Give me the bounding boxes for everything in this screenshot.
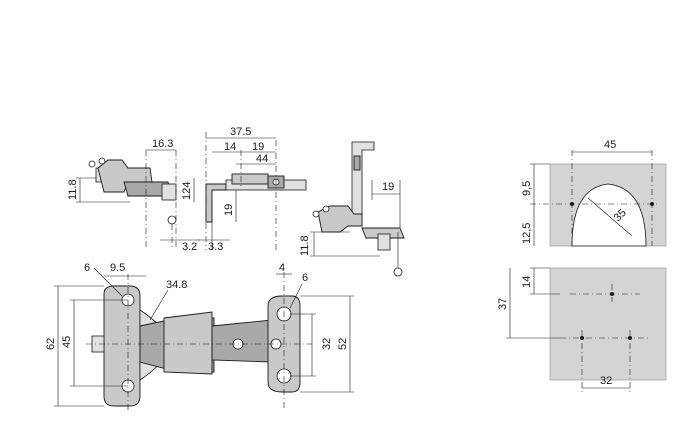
side-view-center: 37.5 14 19 44 19 3.3 xyxy=(198,126,307,253)
leader-34-8 xyxy=(149,289,169,321)
cup-bore xyxy=(571,183,647,247)
drilling-pattern-cup: 45 9,5 12,5 35 xyxy=(521,139,667,247)
dim-32-top: 32 xyxy=(321,338,333,350)
arm-block-right xyxy=(377,233,391,251)
top-view-hinge: 62 45 6 9.5 34.8 4 6 32 52 xyxy=(45,262,354,410)
dim-line-35 xyxy=(587,197,633,237)
side-panel-right xyxy=(351,141,375,227)
arm-block-left xyxy=(161,183,177,201)
pivot-left xyxy=(167,215,177,225)
dim-45-cup: 45 xyxy=(604,139,616,151)
dim-12-5: 12,5 xyxy=(521,223,533,244)
drilling-pattern-plate: 14 37 32 xyxy=(497,267,667,392)
dim-19b: 19 xyxy=(223,204,235,216)
dim-6-right: 6 xyxy=(302,272,308,284)
dim-19a: 19 xyxy=(252,141,264,153)
screw-left-2 xyxy=(98,157,106,165)
leader-6-right xyxy=(289,283,303,309)
dim-3-3: 3.3 xyxy=(208,241,223,253)
screw-left xyxy=(88,160,96,168)
dim-4: 4 xyxy=(279,262,285,274)
hinge-arm-right xyxy=(361,227,405,239)
plate-block xyxy=(231,173,269,185)
screw-right-2 xyxy=(322,205,330,213)
side-view-right: 19 11.8 xyxy=(299,141,405,277)
hinge-cup-left xyxy=(97,159,153,193)
cup-plate xyxy=(103,285,141,407)
leader-6-left xyxy=(93,267,123,297)
screw-head-right xyxy=(353,155,361,171)
dim-3-2: 3.2 xyxy=(182,241,197,253)
dim-14-plate: 14 xyxy=(521,276,533,288)
side-view-left: 16.3 11.8 124 3.2 xyxy=(67,138,200,253)
dim-45-top: 45 xyxy=(61,336,73,348)
dim-44: 44 xyxy=(256,153,268,165)
dim-37: 37 xyxy=(497,298,509,310)
dim-14: 14 xyxy=(224,141,236,153)
dim-9-5-cup: 9,5 xyxy=(521,181,533,196)
dim-9-5-top: 9.5 xyxy=(110,262,125,274)
hinge-arm-cover xyxy=(163,311,213,375)
dim-124: 124 xyxy=(181,182,193,200)
dim-11-8-left: 11.8 xyxy=(67,179,79,200)
dim-52: 52 xyxy=(337,338,349,350)
cabinet-side-plate xyxy=(549,267,667,381)
dim-16-3: 16.3 xyxy=(152,138,173,150)
dim-34-8: 34.8 xyxy=(166,279,187,291)
dim-32-plate: 32 xyxy=(600,375,612,387)
dim-6-left: 6 xyxy=(84,262,90,274)
dim-11-8-right: 11.8 xyxy=(299,235,311,256)
pivot-right xyxy=(393,267,403,277)
dim-19-right: 19 xyxy=(382,181,394,193)
dim-62: 62 xyxy=(45,338,57,350)
dim-37-5: 37.5 xyxy=(230,126,251,138)
screw-right xyxy=(312,210,320,218)
